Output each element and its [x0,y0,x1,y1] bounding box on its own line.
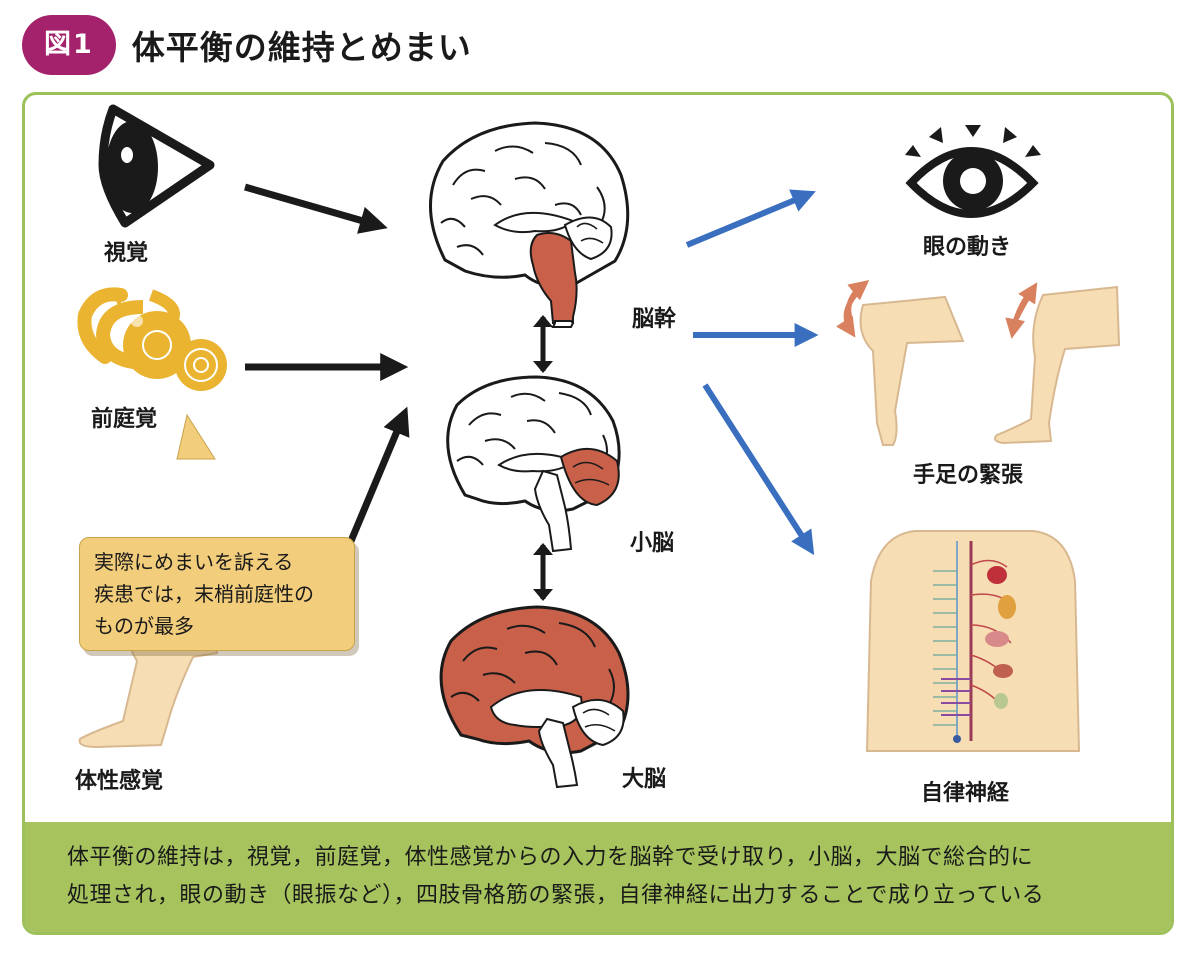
double-arrow-upper [533,315,553,373]
label-limb-tension: 手足の緊張 [913,463,1024,488]
brain-brainstem-diagram [429,121,630,328]
caption-line-1: 体平衡の維持は，視覚，前庭覚，体性感覚からの入力を脳幹で受け取り，小脳，大脳で総… [67,845,1033,870]
limb-leg-icon [994,282,1121,445]
arm-icon [836,279,965,446]
brain-cerebellum-diagram [446,375,621,553]
label-autonomic: 自律神経 [921,781,1010,806]
caption-band: 体平衡の維持は，視覚，前庭覚，体性感覚からの入力を脳幹で受け取り，小脳，大脳で総… [25,822,1171,932]
label-vestibular: 前庭覚 [91,407,158,432]
brain-cerebrum-diagram [439,605,630,789]
caption-line-2: 処理され，眼の動き（眼振など），四肢骨格筋の緊張，自律神経に出力することで成り立… [67,883,1045,908]
diagram-art [77,104,1121,789]
note-line-1: 実際にめまいを訴える [94,550,294,574]
label-vision: 視覚 [104,241,149,266]
label-cerebrum: 大脳 [622,767,667,792]
side-eye-icon [98,104,215,228]
inner-ear-icon [77,287,227,391]
note-callout: 実際にめまいを訴える 疾患では，末梢前庭性の ものが最多 [79,537,355,651]
label-eye-movement: 眼の動き [923,235,1012,260]
note-line-2: 疾患では，末梢前庭性の [94,582,314,606]
torso-autonomic-icon [865,530,1081,752]
label-somatosensory: 体性感覚 [75,769,164,794]
label-brainstem: 脳幹 [632,307,677,332]
label-cerebellum: 小脳 [630,531,675,556]
figure-title: 体平衡の維持とめまい [131,28,472,67]
figure-header: 図1 体平衡の維持とめまい [22,12,472,78]
front-eye-icon [905,125,1041,218]
note-pointer [176,413,216,460]
figure-badge: 図1 [22,15,116,75]
diagram-panel: 視覚 前庭覚 体性感覚 脳幹 小脳 大脳 眼の動き 手足の緊張 自律神経 実際に… [22,92,1174,935]
note-line-3: ものが最多 [94,614,194,638]
double-arrow-lower [533,543,553,601]
